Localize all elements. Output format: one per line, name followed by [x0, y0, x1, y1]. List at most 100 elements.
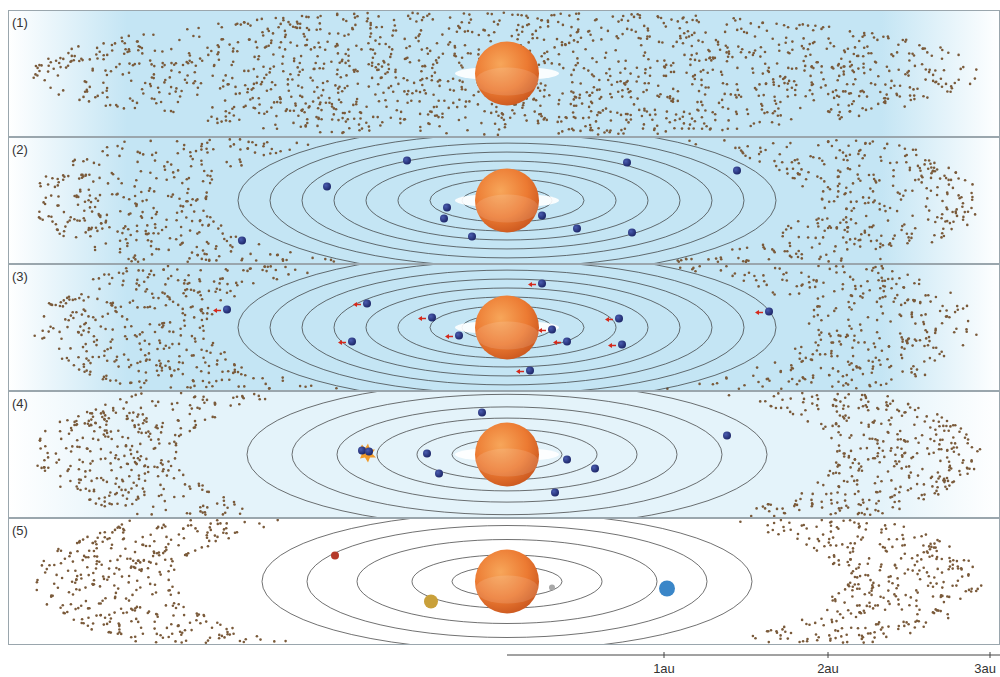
dust-particle: [328, 97, 331, 100]
dust-particle: [627, 19, 630, 22]
dust-particle: [866, 95, 869, 98]
dust-particle: [787, 67, 790, 70]
dust-particle: [318, 67, 321, 70]
dust-particle: [847, 226, 850, 229]
dust-particle: [420, 29, 423, 32]
dust-particle: [285, 259, 288, 262]
dust-particle: [792, 177, 795, 180]
dust-particle: [859, 90, 862, 93]
dust-particle: [239, 148, 242, 151]
dust-particle: [954, 171, 957, 174]
star-shade: [475, 68, 539, 96]
dust-particle: [689, 123, 692, 126]
dust-particle: [822, 78, 825, 81]
dust-particle: [95, 53, 98, 56]
dust-particle: [232, 60, 235, 63]
dust-particle: [886, 65, 889, 68]
dust-particle: [587, 69, 590, 72]
dust-particle: [715, 39, 718, 42]
dust-particle: [105, 220, 108, 223]
dust-particle: [461, 57, 464, 60]
dust-particle: [665, 130, 668, 133]
dust-particle: [610, 119, 613, 122]
dust-particle: [627, 121, 630, 124]
dust-particle: [161, 50, 164, 53]
dust-particle: [282, 55, 285, 58]
dust-particle: [464, 30, 467, 33]
dust-particle: [791, 161, 794, 164]
dust-particle: [297, 114, 300, 117]
dust-particle: [768, 258, 771, 261]
dust-particle: [707, 258, 710, 261]
dust-particle: [771, 121, 774, 124]
dust-particle: [624, 67, 627, 70]
dust-particle: [887, 98, 890, 101]
dust-particle: [685, 258, 688, 261]
dust-particle: [736, 67, 739, 70]
dust-particle: [546, 50, 549, 53]
dust-particle: [289, 73, 292, 76]
dust-particle: [226, 83, 229, 86]
dust-particle: [382, 91, 385, 94]
dust-particle: [570, 26, 573, 29]
dust-particle: [336, 73, 339, 76]
dust-particle: [205, 198, 208, 201]
dust-particle: [381, 121, 384, 124]
dust-particle: [106, 96, 109, 99]
dust-particle: [849, 153, 852, 156]
dust-particle: [205, 253, 208, 256]
dust-particle: [200, 160, 203, 163]
dust-particle: [846, 231, 849, 234]
dust-particle: [897, 69, 900, 72]
dust-particle: [194, 71, 197, 74]
dust-particle: [691, 19, 694, 22]
dust-particle: [923, 163, 926, 166]
dust-particle: [135, 205, 138, 208]
dust-particle: [136, 151, 139, 154]
dust-particle: [181, 242, 184, 245]
dust-particle: [896, 210, 899, 213]
dust-particle: [427, 113, 430, 116]
dust-particle: [718, 102, 721, 105]
dust-particle: [247, 88, 250, 91]
dust-particle: [297, 84, 300, 87]
dust-particle: [225, 115, 228, 118]
dust-particle: [551, 62, 554, 65]
dust-particle: [469, 52, 472, 55]
dust-particle: [195, 65, 198, 68]
dust-particle: [701, 104, 704, 107]
dust-particle: [424, 65, 427, 68]
dust-particle: [149, 171, 152, 174]
dust-particle: [517, 14, 520, 17]
dust-particle: [52, 68, 55, 71]
dust-particle: [191, 158, 194, 161]
dust-particle: [256, 19, 259, 22]
dust-particle: [170, 195, 173, 198]
dust-particle: [316, 86, 319, 89]
dust-particle: [301, 86, 304, 89]
dust-particle: [725, 45, 728, 48]
dust-particle: [190, 204, 193, 207]
dust-particle: [356, 15, 359, 18]
dust-particle: [341, 132, 344, 135]
dust-particle: [789, 245, 792, 248]
dust-particle: [222, 79, 225, 82]
dust-particle: [762, 244, 765, 247]
dust-particle: [395, 76, 398, 79]
dust-particle: [605, 72, 608, 75]
dust-particle: [812, 42, 815, 45]
dust-particle: [775, 165, 778, 168]
dust-particle: [908, 52, 911, 55]
dust-particle: [669, 121, 672, 124]
dust-particle: [358, 129, 361, 132]
dust-particle: [326, 41, 329, 44]
dust-particle: [721, 73, 724, 76]
dust-particle: [918, 44, 921, 47]
dust-particle: [287, 78, 290, 81]
dust-particle: [65, 66, 68, 69]
dust-particle: [288, 89, 291, 92]
dust-particle: [189, 151, 192, 154]
dust-particle: [340, 76, 343, 79]
dust-particle: [158, 248, 161, 251]
dust-particle: [287, 21, 290, 24]
